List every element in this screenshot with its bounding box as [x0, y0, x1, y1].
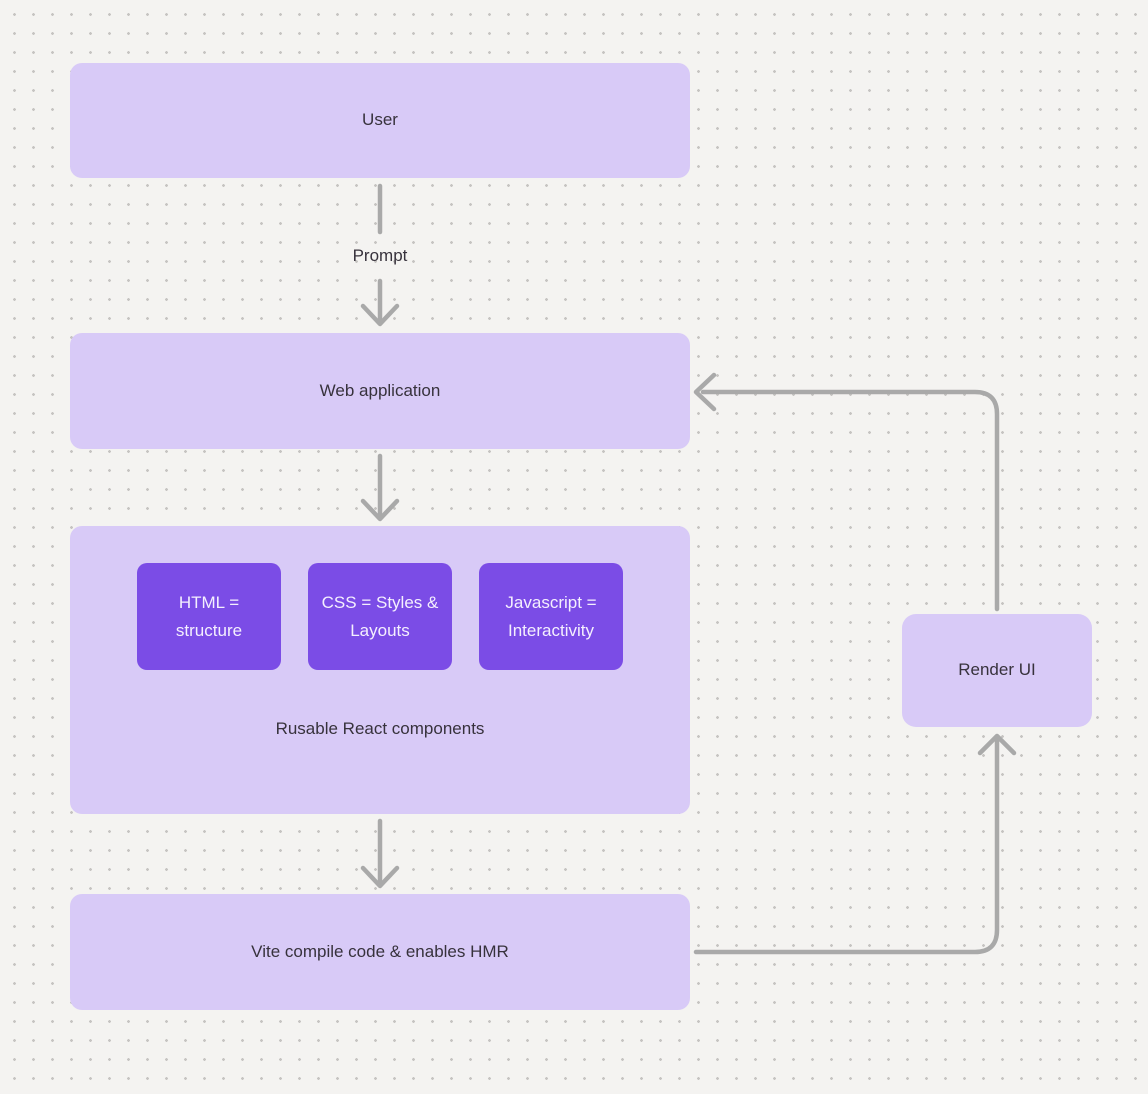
arrowhead-up-renderui	[977, 733, 1017, 756]
arrowhead-down-group	[360, 498, 400, 522]
node-web-application-label: Web application	[319, 380, 441, 400]
edge-label-prompt: Prompt	[320, 246, 440, 266]
node-render-ui[interactable]: Render UI	[902, 614, 1092, 727]
chip-html[interactable]: HTML = structure	[137, 563, 281, 670]
node-vite[interactable]: Vite compile code & enables HMR	[70, 894, 690, 1010]
edge-vite-to-renderui	[693, 738, 1000, 955]
group-caption: Rusable React components	[275, 719, 485, 738]
chip-css[interactable]: CSS = Styles & Layouts	[308, 563, 452, 670]
chip-html-label: HTML = structure	[175, 592, 243, 640]
arrowhead-down-vite	[360, 865, 400, 889]
edge-renderui-to-webapp	[700, 389, 1000, 612]
arrowhead-down-webapp	[360, 303, 400, 327]
node-web-application[interactable]: Web application	[70, 333, 690, 449]
node-user-label: User	[362, 110, 398, 130]
node-components-group[interactable]: HTML = structure CSS = Styles & Layouts …	[70, 526, 690, 814]
edge-label-prompt-text: Prompt	[352, 246, 408, 265]
arrowhead-left-webapp	[693, 372, 717, 412]
node-vite-label: Vite compile code & enables HMR	[251, 941, 509, 961]
chip-css-label: CSS = Styles & Layouts	[321, 592, 439, 640]
chip-javascript[interactable]: Javascript = Interactivity	[479, 563, 623, 670]
chip-javascript-label: Javascript = Interactivity	[505, 592, 597, 640]
node-user[interactable]: User	[70, 63, 690, 178]
node-render-ui-label: Render UI	[958, 660, 1036, 680]
